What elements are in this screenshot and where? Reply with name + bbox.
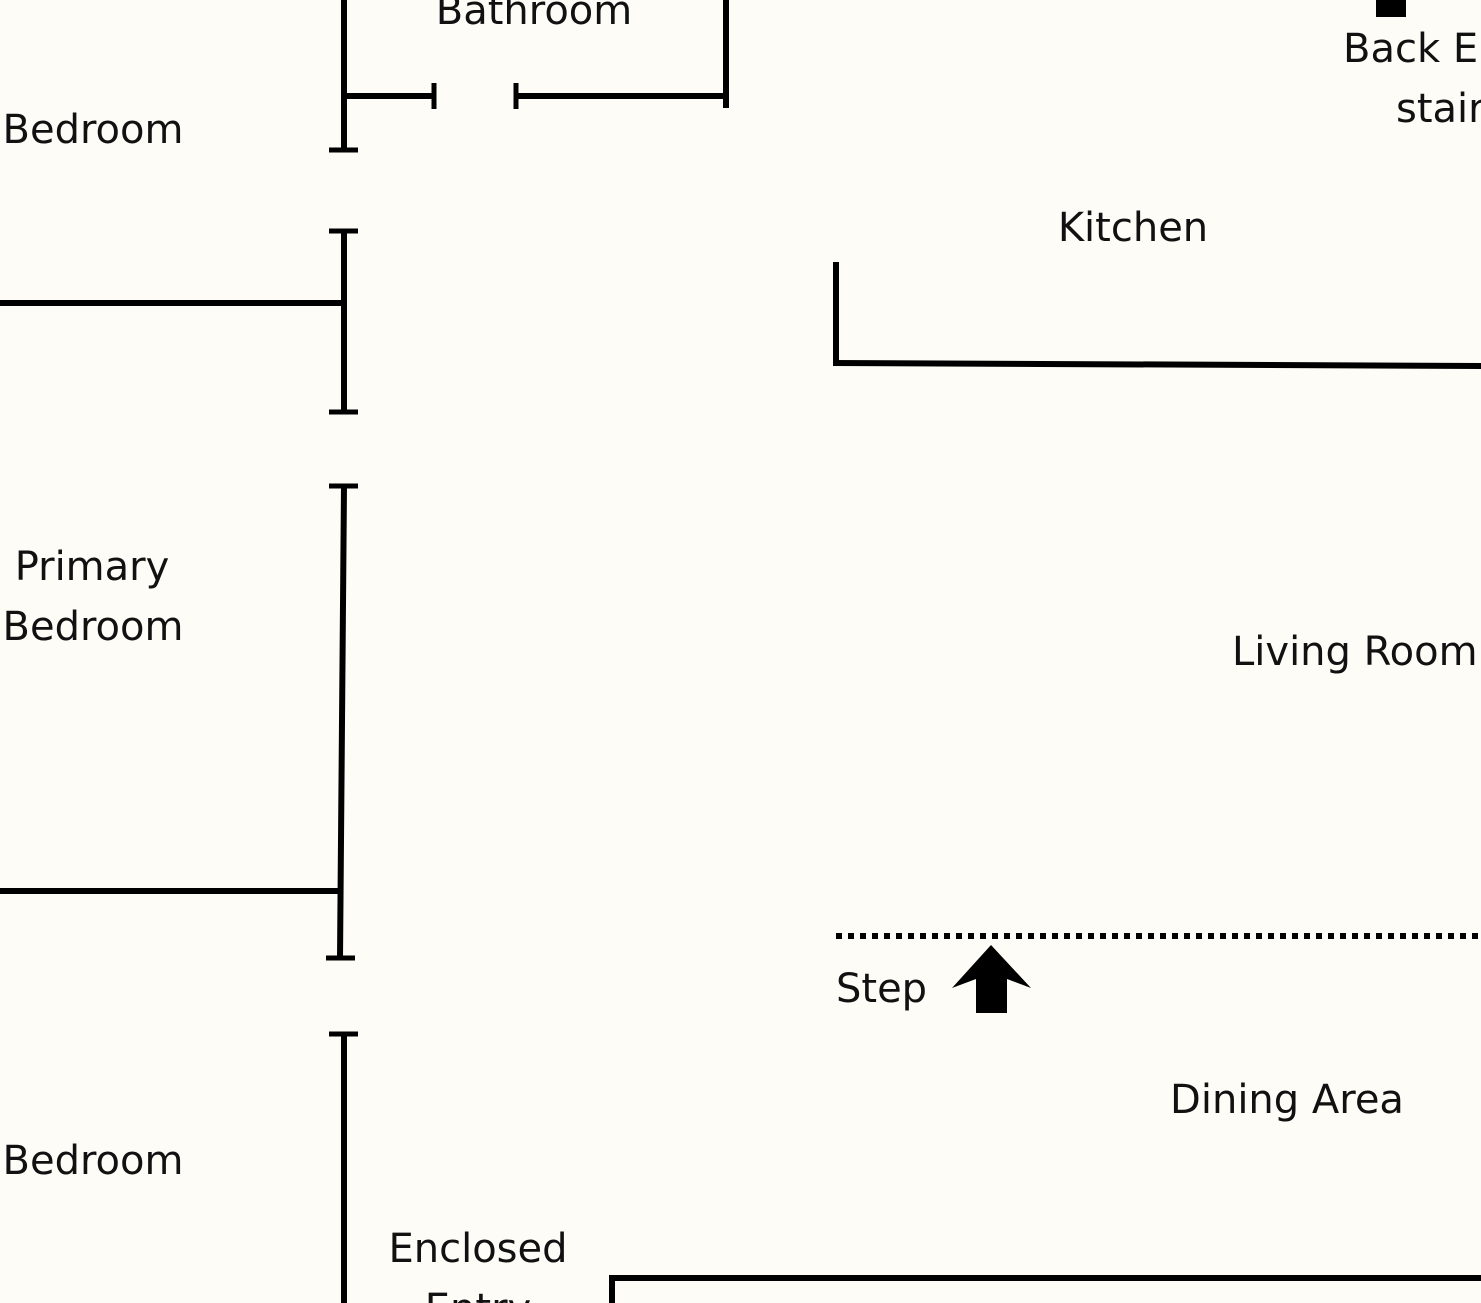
bedroom-bottom-label: Bedroom	[3, 1138, 184, 1184]
square-marker-icon	[1376, 0, 1406, 17]
back-entry-label-line1: Back E	[1343, 26, 1478, 72]
arrow-up-icon	[952, 945, 1031, 1013]
bedroom-hall-walls	[0, 228, 358, 415]
kitchen-bottom-wall	[832, 360, 1481, 369]
primary-bedroom-right-wall	[337, 485, 347, 959]
enclosed-entry-label-line1: Enclosed	[388, 1226, 567, 1272]
living-room-label: Living Room	[1232, 629, 1478, 675]
lower-bedroom-walls	[329, 1031, 1481, 1303]
primary-bedroom-label-line2: Bedroom	[3, 604, 184, 650]
enclosed-entry-label-line2: Entry	[425, 1286, 531, 1303]
dining-area-label: Dining Area	[1170, 1077, 1404, 1123]
step-label: Step	[836, 966, 927, 1012]
primary-bedroom-label-line1: Primary	[15, 544, 170, 590]
kitchen-label: Kitchen	[1058, 205, 1208, 251]
primary-bedroom-walls	[0, 483, 358, 961]
bathroom-label: Bathroom	[436, 0, 632, 34]
kitchen-walls	[832, 262, 1481, 369]
bedroom-top-label: Bedroom	[3, 107, 184, 153]
back-entry-label-line2: stair	[1396, 86, 1481, 132]
bathroom-walls	[329, 0, 729, 153]
